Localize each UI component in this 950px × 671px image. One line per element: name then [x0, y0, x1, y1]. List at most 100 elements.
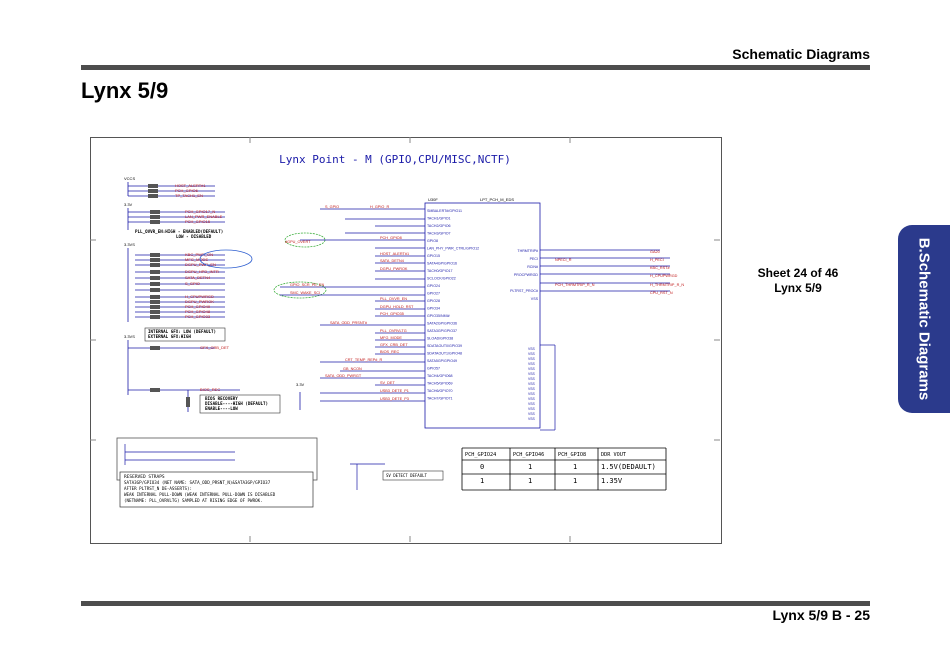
chip-pin-label: SDATAOUT1/GPIO48: [427, 352, 462, 356]
svg-text:SMC_WAKE_SCI: SMC_WAKE_SCI: [290, 291, 320, 295]
svg-text:PCH_GPIO33: PCH_GPIO33: [185, 314, 211, 319]
svg-text:H_GPIO_R: H_GPIO_R: [370, 205, 389, 209]
middle-nets: [280, 208, 425, 402]
svg-text:VSS: VSS: [528, 417, 536, 421]
svg-text:SATA_DETN4: SATA_DETN4: [185, 275, 211, 280]
svg-text:3.3V: 3.3V: [124, 202, 133, 207]
reserved-straps-note: [119, 471, 314, 508]
svg-text:LOW - DISABLED: LOW - DISABLED: [176, 234, 212, 239]
strap-line: AFTER PLTRST_N DE-ASSERTS):: [124, 486, 192, 491]
svg-text:SV_DET: SV_DET: [380, 381, 395, 385]
chip-pin-label: TACH4/GPIO68: [427, 374, 453, 378]
side-tab-label: B.Schematic Diagrams: [915, 237, 933, 401]
table-header: PCH_GPIO46: [513, 452, 544, 458]
svg-text:KBC_PWR_ON: KBC_PWR_ON: [185, 252, 213, 257]
chip-pin-label: TACH6/GPIO70: [427, 389, 453, 393]
table-header: PCH_GPIO8: [558, 452, 586, 458]
svg-text:KBC_RST#: KBC_RST#: [650, 266, 671, 270]
svg-text:PCH_GPIO48: PCH_GPIO48: [185, 309, 211, 314]
table-cell: 1: [573, 463, 577, 471]
svg-text:VSS: VSS: [528, 357, 536, 361]
chip-pin-label: SATA5GP/GPIO49: [427, 359, 457, 363]
page-title: Lynx 5/9: [81, 78, 169, 103]
svg-text:PCH_GPIO35: PCH_GPIO35: [380, 312, 404, 316]
table-cell: 1: [573, 477, 577, 485]
svg-text:H_THRMTRIP_R_N: H_THRMTRIP_R_N: [650, 283, 684, 287]
sheet-info: Sheet 24 of 46 Lynx 5/9: [738, 266, 858, 296]
section-side-tab[interactable]: B.Schematic Diagrams: [898, 225, 950, 413]
svg-text:TP_TACH1_EN: TP_TACH1_EN: [175, 193, 203, 198]
strap-line: (NETNAME: PLL_OVRVLTG) SAMPLED AT RISING…: [124, 498, 263, 503]
svg-text:VSS: VSS: [528, 387, 536, 391]
callout-ellipse: [199, 249, 253, 269]
chip-pin-label: GPIO24: [427, 284, 440, 288]
chip-pin-label: SATA2GP/GPIO36: [427, 322, 457, 326]
rail-labels: VCCS 3.3V 3.3VS 3.3VS 3.3V: [124, 176, 305, 387]
sheet-border-ticks: [90, 137, 720, 542]
right-nets: [540, 249, 670, 431]
svg-text:PCH_GPIO17_N: PCH_GPIO17_N: [185, 209, 215, 214]
svg-text:H_CPUPWRGD: H_CPUPWRGD: [185, 294, 214, 299]
svg-text:VSS: VSS: [528, 372, 536, 376]
table-cell: 1: [528, 477, 532, 485]
strap-line: SATA3GP/GPIO34 (NET NAME: SATA_ODD_PRSNT…: [124, 480, 271, 485]
svg-text:S_GPIO: S_GPIO: [325, 205, 339, 209]
svg-text:PCH_GPIO8: PCH_GPIO8: [380, 236, 402, 240]
svg-text:PLL_OVVR_EN:HIGH - ENABLED(DEF: PLL_OVVR_EN:HIGH - ENABLED(DEFAULT): [135, 229, 223, 234]
chip-pin-label: TACH5/GPIO69: [427, 382, 453, 386]
svg-text:HOST_ALERT#1: HOST_ALERT#1: [380, 252, 409, 256]
svg-text:VSS: VSS: [528, 397, 536, 401]
chip-pin-label: THRMTRIP#: [517, 249, 538, 253]
svg-text:VSS: VSS: [528, 407, 536, 411]
svg-text:VSS: VSS: [528, 412, 536, 416]
chip-pin-label: TACH1/GPIO1: [427, 217, 451, 221]
svg-text:GFX_CRB_DET: GFX_CRB_DET: [380, 343, 408, 347]
sheet-number: Sheet 24 of 46: [757, 266, 839, 280]
chip-ref: U30F: [428, 197, 438, 202]
svg-text:GA20: GA20: [650, 250, 660, 254]
svg-text:DGPU_PWR_EN: DGPU_PWR_EN: [185, 262, 216, 267]
svg-text:GFX_CRB_DET: GFX_CRB_DET: [200, 345, 230, 350]
chip-right-pins: THRMTRIP#PECIRCIN#PROCPWRGDPLTRST_PROC#V…: [510, 249, 538, 301]
chip-pin-label: SMBALERT#/GPIO11: [427, 209, 462, 213]
bios-note-box: [199, 394, 281, 414]
chip-pin-label: GPIO27: [427, 292, 440, 296]
svg-text:PLL_OVRVLTG: PLL_OVRVLTG: [380, 329, 407, 333]
svg-text:VSS: VSS: [528, 367, 536, 371]
svg-text:VCCS: VCCS: [124, 176, 135, 181]
chip-pin-label: TACH2/GPIO6: [427, 224, 451, 228]
svg-text:VSS: VSS: [528, 377, 536, 381]
svg-text:DGPU_PWROK: DGPU_PWROK: [380, 267, 408, 271]
strap-line: WEAK INTERNAL PULL-DOWN (WEAK INTERNAL P…: [124, 492, 276, 497]
svg-text:LAN_PWR_ENABLE: LAN_PWR_ENABLE: [185, 214, 223, 219]
chip-pin-label: VSS: [531, 297, 539, 301]
sheet-name: Lynx 5/9: [774, 281, 822, 295]
table-header: DDR VOUT: [601, 452, 626, 458]
chip-pin-label: GPIO15: [427, 254, 440, 258]
table-cell: 1.5V(DEDAULT): [601, 463, 656, 471]
svg-text:BIOS_REC: BIOS_REC: [380, 350, 399, 354]
svg-text:3.3V: 3.3V: [296, 382, 305, 387]
svg-text:CRT_TEMP_REP#_R: CRT_TEMP_REP#_R: [345, 358, 383, 362]
header-rule: [81, 65, 870, 70]
config-notes: PLL_OVVR_EN:HIGH - ENABLED(DEFAULT) LOW …: [135, 229, 268, 411]
svg-text:VSS: VSS: [528, 402, 536, 406]
svg-text:PCH_GPIO49: PCH_GPIO49: [185, 304, 211, 309]
svg-text:3.3VS: 3.3VS: [124, 242, 135, 247]
svg-text:PLL_OVVR_EN: PLL_OVVR_EN: [380, 297, 407, 301]
pch-chip-symbol: [424, 202, 541, 429]
svg-text:GB_NCON: GB_NCON: [343, 367, 362, 371]
chip-pin-label: PLTRST_PROC#: [510, 289, 538, 293]
svg-text:MFG_MODE: MFG_MODE: [185, 257, 208, 262]
svg-text:HOST_ALERT#1: HOST_ALERT#1: [175, 183, 206, 188]
resistor-bodies: [148, 184, 190, 407]
svg-text:H_PECI: H_PECI: [650, 258, 664, 262]
svg-text:DGPU_PWROK: DGPU_PWROK: [185, 299, 214, 304]
svg-text:SATA_ODD_PRSNT#: SATA_ODD_PRSNT#: [330, 321, 368, 325]
chip-pin-label: RCIN#: [527, 265, 538, 269]
chip-pin-label: SCLOCK/GPIO22: [427, 277, 456, 281]
table-cell: 0: [480, 463, 484, 471]
svg-text:BIOS_REC: BIOS_REC: [200, 387, 220, 392]
